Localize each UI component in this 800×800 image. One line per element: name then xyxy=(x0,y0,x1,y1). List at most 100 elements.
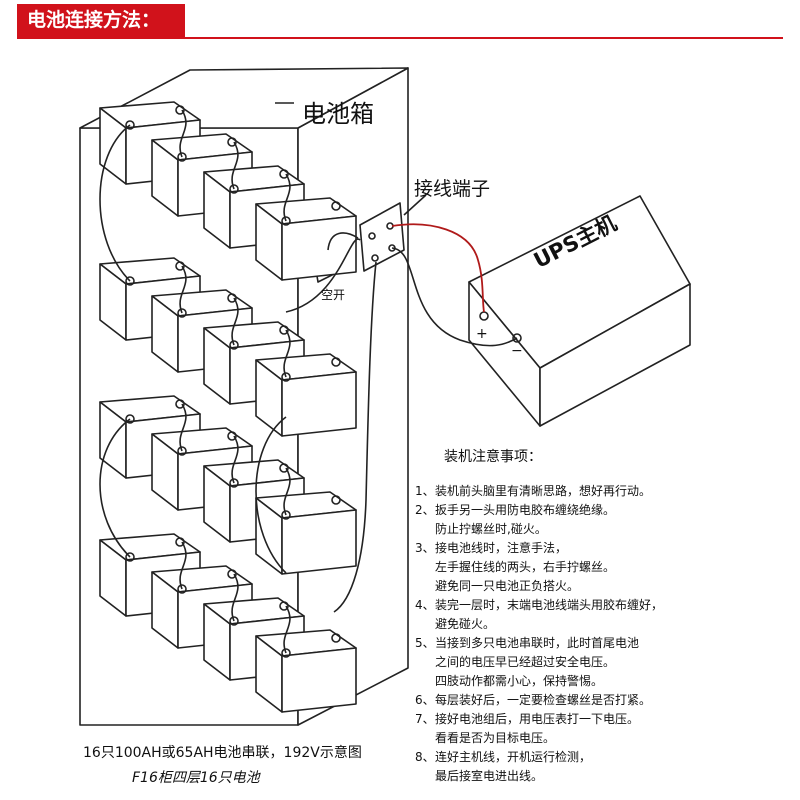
battery-terminal xyxy=(331,357,341,367)
note-item: 6、每层装好后，一定要检查螺丝是否打紧。 xyxy=(415,691,795,710)
battery-terminal xyxy=(281,648,291,658)
jumper-cable xyxy=(231,141,239,190)
ups-minus-label: − xyxy=(511,343,523,359)
note-line: 当接到多只电池串联时，此时首尾电池 xyxy=(435,636,640,650)
note-line: 装完一层时，末端电池线端头用胶布缠好， xyxy=(435,598,664,612)
notes-title: 装机注意事项： xyxy=(444,449,542,465)
note-line: 装机前头脑里有清晰思路，想好再行动。 xyxy=(435,484,652,498)
layer-link-cable xyxy=(255,416,287,574)
battery-terminal xyxy=(279,463,289,473)
note-line: 四肢动作都需小心，保持警惕。 xyxy=(435,674,604,688)
battery-terminal xyxy=(281,216,291,226)
battery-terminal xyxy=(125,276,135,286)
ups-side-face xyxy=(539,283,691,427)
battery-terminal xyxy=(281,510,291,520)
battery-box-label: 电池箱 xyxy=(302,100,374,128)
black-cable-down xyxy=(333,261,377,613)
note-item: 7、接好电池组后，用电压表打一下电压。看看是否为目标电压。 xyxy=(415,710,795,748)
battery-terminal xyxy=(279,601,289,611)
note-number: 2、 xyxy=(415,503,435,517)
note-line: 防止拧螺丝时,碰火。 xyxy=(435,522,547,536)
note-line: 扳手另一头用防电胶布缠绕绝缘。 xyxy=(435,503,616,517)
note-line: 之间的电压早已经超过安全电压。 xyxy=(435,655,616,669)
battery-terminal xyxy=(331,201,341,211)
note-line: 每层装好后，一定要检查螺丝是否打紧。 xyxy=(435,693,652,707)
note-number: 7、 xyxy=(415,712,435,726)
battery-terminal xyxy=(281,372,291,382)
note-line: 连好主机线，开机运行检测， xyxy=(435,750,592,764)
top-layer-cable xyxy=(285,238,361,313)
note-line: 看看是否为目标电压。 xyxy=(435,731,556,745)
layer-link-cable xyxy=(99,124,131,282)
red-cable xyxy=(391,223,485,313)
note-number: 5、 xyxy=(415,636,435,650)
note-item: 3、接电池线时，注意手法， 左手握住线的两头，右手拧螺丝。避免同一只电池正负搭火。 xyxy=(415,539,795,596)
battery-terminal xyxy=(279,325,289,335)
battery-terminal xyxy=(125,552,135,562)
note-line: 避免碰火。 xyxy=(435,617,496,631)
note-line: 接好电池组后，用电压表打一下电压。 xyxy=(435,712,640,726)
breaker-cable xyxy=(327,232,359,251)
battery-terminal xyxy=(175,399,185,409)
battery-terminal xyxy=(227,137,237,147)
jumper-cable xyxy=(283,467,291,516)
note-item: 5、当接到多只电池串联时，此时首尾电池之间的电压早已经超过安全电压。四肢动作都需… xyxy=(415,634,795,691)
terminal-label-leader xyxy=(403,194,427,216)
note-number: 1、 xyxy=(415,484,435,498)
jumper-cable xyxy=(283,329,291,378)
note-line: 避免同一只电池正负搭火。 xyxy=(435,579,580,593)
battery-terminal xyxy=(331,495,341,505)
jumper-cable xyxy=(283,173,291,222)
jumper-cable xyxy=(231,297,239,346)
jumper-cable xyxy=(231,573,239,622)
terminal-label: 接线端子 xyxy=(414,178,491,200)
jumper-cable xyxy=(283,605,291,654)
battery-terminal xyxy=(331,633,341,643)
note-line: 最后接室电进出线。 xyxy=(435,769,544,783)
terminal-block xyxy=(359,202,405,272)
battery-terminal xyxy=(177,584,187,594)
battery-terminal xyxy=(229,616,239,626)
black-cable-ups xyxy=(391,247,518,347)
note-line: 左手握住线的两头，右手拧螺丝。 xyxy=(435,560,616,574)
caption-line-1: 16只100AH或65AH电池串联，192V示意图 xyxy=(83,745,362,761)
note-item: 1、装机前头脑里有清晰思路，想好再行动。 xyxy=(415,482,795,501)
battery-terminal xyxy=(125,414,135,424)
breaker-label: 空开 xyxy=(321,288,346,302)
note-number: 4、 xyxy=(415,598,435,612)
battery-terminal xyxy=(175,537,185,547)
header-banner: 电池连接方法： xyxy=(0,0,800,40)
battery-terminal xyxy=(229,184,239,194)
ups-negative-terminal xyxy=(512,333,522,343)
note-number: 8、 xyxy=(415,750,435,764)
battery-terminal xyxy=(279,169,289,179)
battery-terminal xyxy=(177,152,187,162)
terminal-screw xyxy=(368,232,376,240)
note-line: 接电池线时，注意手法， xyxy=(435,541,568,555)
battery-front xyxy=(281,215,357,281)
battery-front xyxy=(281,647,357,713)
layer-link-cable xyxy=(99,418,131,558)
note-item: 4、装完一层时，末端电池线端头用胶布缠好， 避免碰火。 xyxy=(415,596,795,634)
notes-list: 1、装机前头脑里有清晰思路，想好再行动。2、扳手另一头用防电胶布缠绕绝缘。防止拧… xyxy=(415,482,795,786)
caption-line-2: F16柜四层16只电池 xyxy=(132,770,260,786)
battery-terminal xyxy=(125,120,135,130)
battery-terminal xyxy=(227,293,237,303)
note-item: 2、扳手另一头用防电胶布缠绕绝缘。防止拧螺丝时,碰火。 xyxy=(415,501,795,539)
battery-terminal xyxy=(177,308,187,318)
battery-terminal xyxy=(175,261,185,271)
battery-terminal xyxy=(227,431,237,441)
battery-terminal xyxy=(229,340,239,350)
ups-plus-label: + xyxy=(476,326,488,342)
battery-terminal xyxy=(229,478,239,488)
terminal-screw xyxy=(371,254,379,262)
jumper-cable xyxy=(179,265,187,314)
battery-front xyxy=(281,371,357,437)
battery-terminal xyxy=(175,105,185,115)
note-number: 3、 xyxy=(415,541,435,555)
header-title: 电池连接方法： xyxy=(17,4,185,37)
jumper-cable xyxy=(179,109,187,158)
battery-front xyxy=(281,509,357,575)
note-number: 6、 xyxy=(415,693,435,707)
